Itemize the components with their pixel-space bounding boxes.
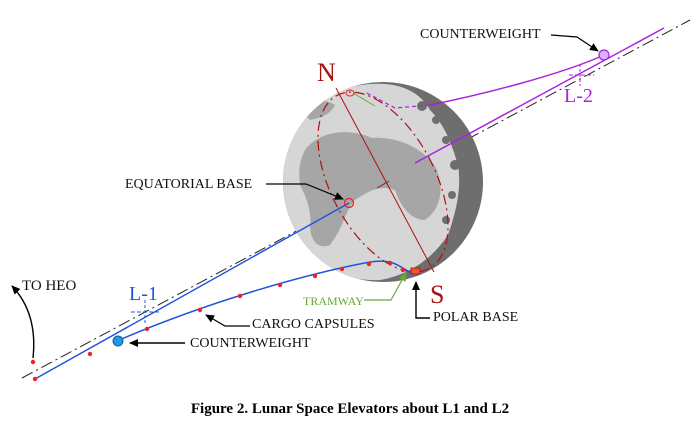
polar-base-marker xyxy=(410,267,421,275)
polar-axis xyxy=(335,87,435,273)
l2-counterweight xyxy=(598,49,610,61)
north-label: N xyxy=(317,58,336,87)
l1-label: L-1 xyxy=(129,283,158,305)
to-heo-label: TO HEO xyxy=(22,278,77,294)
figure-caption: Figure 2. Lunar Space Elevators about L1… xyxy=(190,401,510,417)
l2-label: L-2 xyxy=(564,85,593,107)
meridian-ellipse xyxy=(317,91,449,273)
l1-counterweight xyxy=(112,335,124,347)
l1-elevator xyxy=(30,197,421,382)
equatorial-base-marker xyxy=(343,197,355,209)
tramway-label: TRAMWAY xyxy=(303,294,364,308)
equatorial-base-label: EQUATORIAL BASE xyxy=(125,177,253,192)
moon xyxy=(283,82,483,282)
l1-counterweight-label: COUNTERWEIGHT xyxy=(190,336,311,351)
polar-base-label: POLAR BASE xyxy=(433,310,519,325)
cargo-capsules xyxy=(30,260,406,382)
cargo-capsules-label: CARGO CAPSULES xyxy=(252,317,375,332)
l2-counterweight-label: COUNTERWEIGHT xyxy=(420,27,541,42)
l2-elevator xyxy=(345,27,665,164)
south-label: S xyxy=(430,280,445,309)
